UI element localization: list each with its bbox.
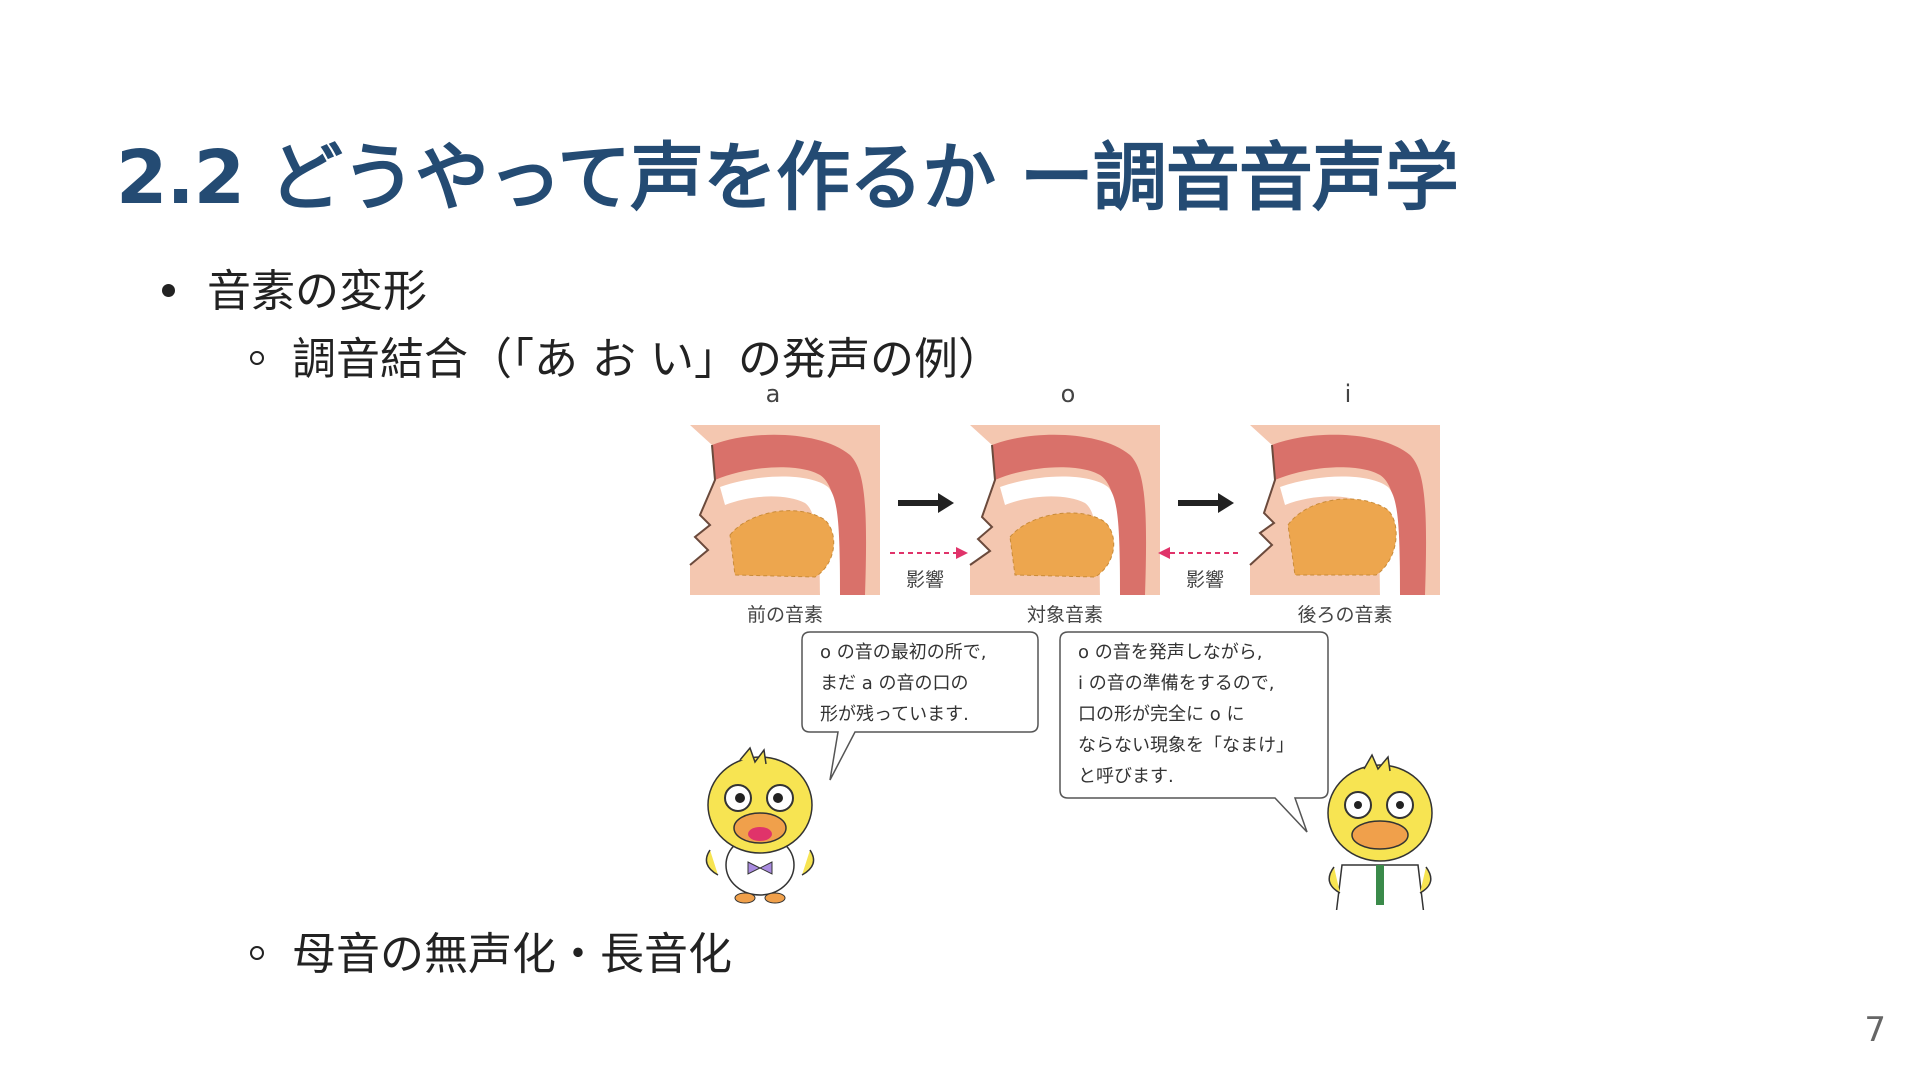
- bubble-right-line-3: 口の形が完全に o に: [1078, 704, 1244, 725]
- page-number: 7: [1864, 1010, 1886, 1050]
- phoneme-label-i: i: [1345, 380, 1352, 408]
- sub-bullet-devoicing: 母音の無声化・長音化: [250, 918, 732, 982]
- bubble-left-line-3: 形が残っています.: [820, 704, 969, 725]
- bubble-left-line-1: o の音の最初の所で,: [820, 642, 986, 663]
- position-label-next: 後ろの音素: [1297, 604, 1392, 626]
- bubble-right-line-1: o の音を発声しながら,: [1078, 642, 1262, 663]
- bullet-phoneme-transformation: 音素の変形: [162, 255, 427, 319]
- bullet-dot: [162, 284, 175, 297]
- mouth-diagram-i: [1249, 425, 1440, 595]
- mascot-bird-right-icon: [1327, 753, 1433, 923]
- influence-label: 影響: [906, 569, 944, 591]
- arrow-right-icon: [898, 493, 954, 513]
- bubble-right-line-2: i の音の準備をするので,: [1078, 673, 1274, 694]
- phoneme-label-o: o: [1061, 380, 1076, 408]
- influence-label: 影響: [1186, 569, 1224, 591]
- speech-bubble-left: o の音の最初の所で, まだ a の音の口の 形が残っています.: [801, 631, 1039, 781]
- sub-bullet-coarticulation: 調音結合（「あ お い」の発声の例）: [250, 323, 1002, 387]
- bullet-ring: [250, 946, 264, 960]
- influence-arrow-icon: [1158, 547, 1238, 559]
- phoneme-label-a: a: [766, 380, 781, 408]
- influence-arrow-icon: [890, 547, 968, 559]
- bullet-label: 音素の変形: [207, 266, 427, 317]
- position-label-target: 対象音素: [1027, 604, 1103, 626]
- sub-bullet-label: 母音の無声化・長音化: [292, 929, 732, 980]
- bubble-right-line-4: ならない現象を「なまけ」: [1078, 735, 1294, 756]
- mouth-diagram-o: [969, 425, 1160, 595]
- sub-bullet-label: 調音結合（「あ お い」の発声の例）: [292, 334, 1002, 385]
- bullet-ring: [250, 351, 264, 365]
- mascot-bird-left-icon: [705, 746, 815, 904]
- mouth-diagram-a: [689, 425, 880, 595]
- bubble-right-line-5: と呼びます.: [1078, 766, 1174, 787]
- coarticulation-figure: a o i: [680, 380, 1440, 923]
- speech-bubble-right: o の音を発声しながら, i の音の準備をするので, 口の形が完全に o に な…: [1059, 631, 1329, 833]
- position-label-prev: 前の音素: [747, 604, 823, 626]
- arrow-right-icon: [1178, 493, 1234, 513]
- bubble-left-line-2: まだ a の音の口の: [820, 673, 968, 694]
- slide-title: 2.2 どうやって声を作るか ー調音音声学: [116, 135, 1459, 221]
